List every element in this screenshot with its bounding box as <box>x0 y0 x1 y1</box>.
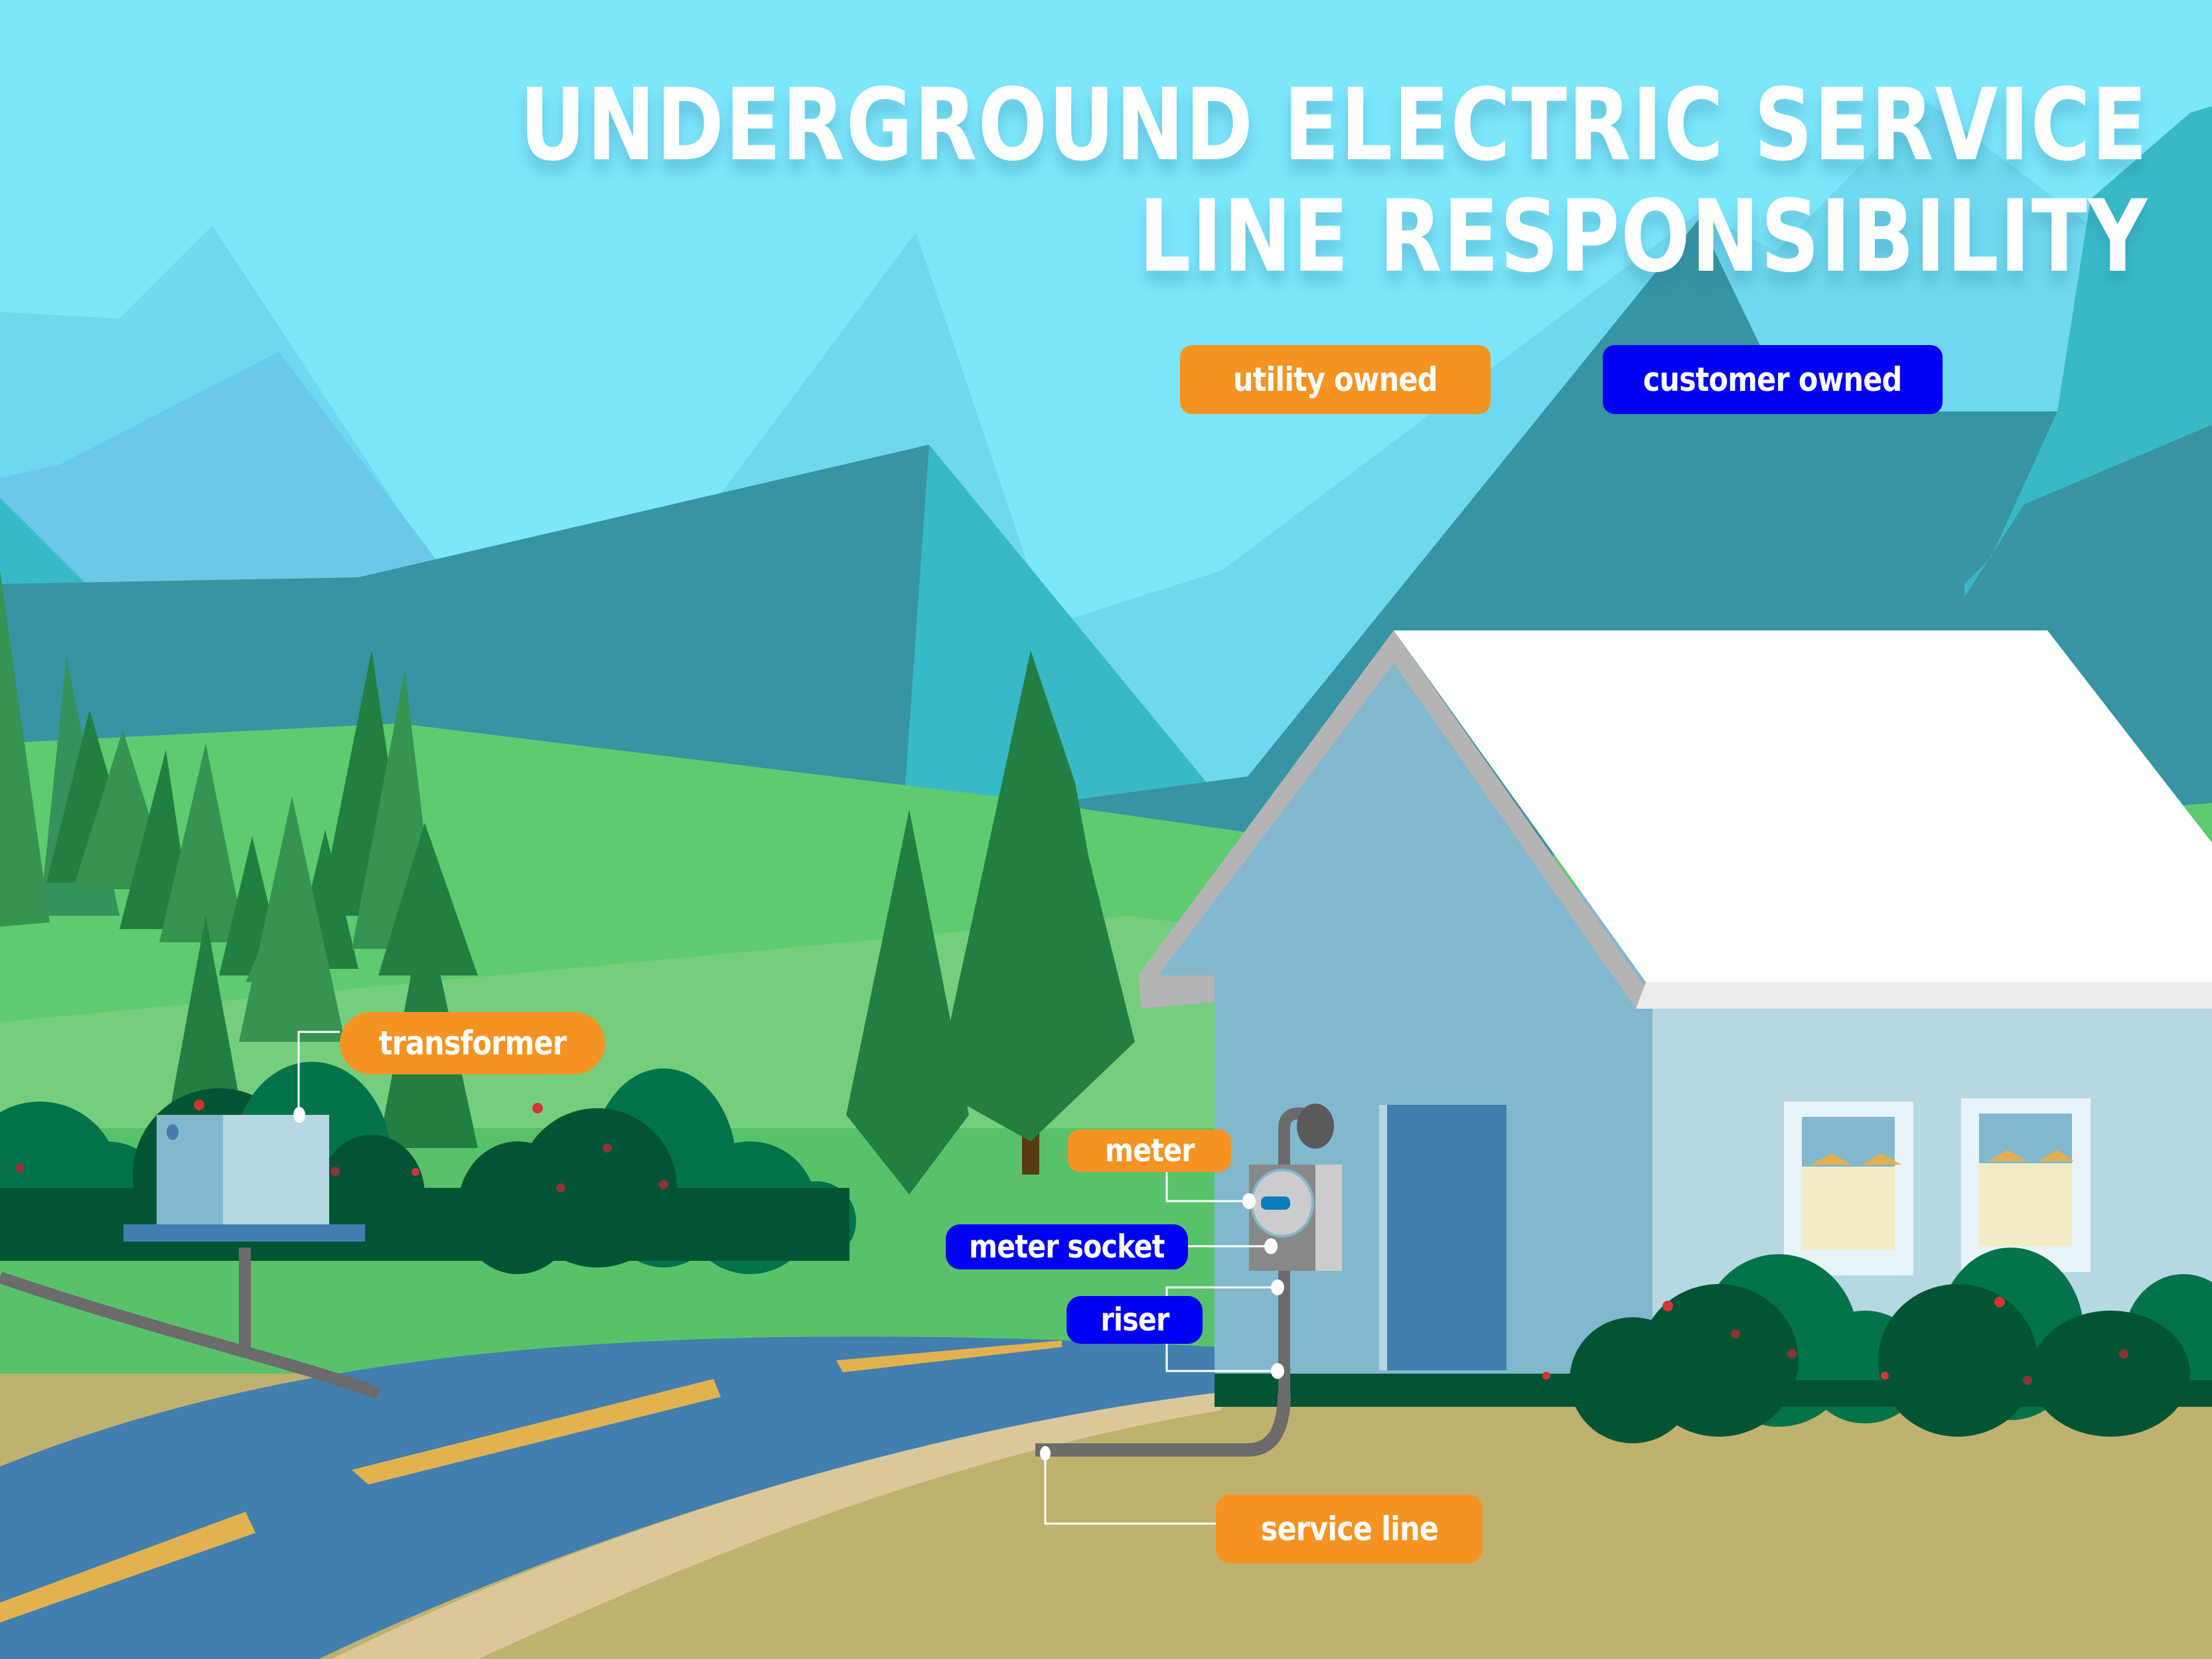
callout-riser-label: riser <box>1100 1301 1169 1338</box>
callout-meter-socket-label: meter socket <box>969 1228 1165 1265</box>
legend-customer-owned-label: customer owned <box>1643 360 1903 399</box>
callout-meter-label: meter <box>1104 1132 1195 1169</box>
road <box>0 1336 1221 1659</box>
transformer <box>123 1115 365 1242</box>
title-line-2: LINE RESPONSIBILITY <box>1138 179 2148 295</box>
callout-meter-socket: meter socket <box>946 1224 1188 1269</box>
callout-riser: riser <box>1067 1296 1203 1344</box>
legend-utility-owned-label: utility owned <box>1233 360 1438 399</box>
teal-ridge-right <box>1964 106 2212 597</box>
transformer-leader <box>297 1031 340 1115</box>
riser-conduit <box>1035 1104 1334 1457</box>
pine-trees <box>846 650 1135 1194</box>
meter-assembly <box>1249 1165 1342 1271</box>
service-line-leader <box>1044 1455 1216 1525</box>
legend-customer-owned: customer owned <box>1603 345 1943 414</box>
callout-service-line: service line <box>1216 1494 1483 1563</box>
callout-transformer: transformer <box>340 1012 605 1074</box>
callout-transformer-label: transformer <box>378 1024 567 1062</box>
callout-service-line-label: service line <box>1260 1510 1438 1548</box>
sidewalk <box>332 1390 1221 1659</box>
riser-leader-bottom <box>1165 1344 1278 1372</box>
bushes-right <box>1542 1248 2212 1443</box>
road-markings <box>0 1340 1062 1623</box>
transformer-cable <box>0 1248 381 1400</box>
leader-dots <box>293 1107 1284 1461</box>
page-title: UNDERGROUND ELECTRIC SERVICE LINE RESPON… <box>520 70 2148 293</box>
legend-utility-owned: utility owned <box>1180 345 1491 414</box>
callout-meter: meter <box>1068 1129 1231 1172</box>
title-line-1: UNDERGROUND ELECTRIC SERVICE <box>519 68 2148 183</box>
service-line-cable <box>1035 1393 1291 1457</box>
meter-leader <box>1165 1171 1249 1202</box>
